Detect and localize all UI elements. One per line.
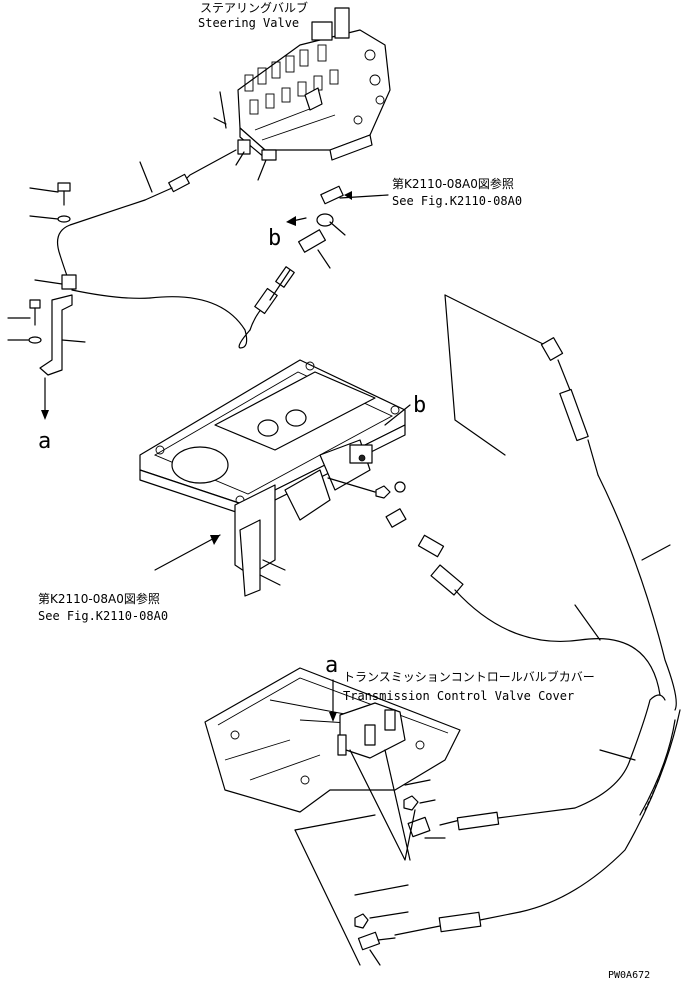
cable-end-1 bbox=[439, 694, 666, 831]
ref-left-label-jp: 第K2110-08A0図参照 bbox=[38, 591, 160, 606]
ref-left-leader bbox=[154, 534, 221, 571]
bracket-lower bbox=[7, 294, 86, 376]
tcv-cover-label-jp: トランスミッションコントロールバルブカバー bbox=[343, 669, 595, 684]
clamp-bolt-upper bbox=[29, 182, 77, 290]
letter-a-bottom: a bbox=[38, 429, 51, 454]
letter-b-right: b bbox=[413, 393, 426, 418]
ref-top-label-jp: 第K2110-08A0図参照 bbox=[392, 176, 514, 191]
tcv-cover-plate bbox=[204, 667, 461, 813]
transmission-cable-1 bbox=[417, 534, 661, 696]
steering-valve bbox=[237, 7, 391, 161]
steering-cable bbox=[57, 149, 295, 349]
letter-a-top: a bbox=[325, 653, 338, 678]
tcv-cover-label-en: Transmission Control Valve Cover bbox=[343, 689, 574, 703]
bracket-leader-lines bbox=[294, 814, 376, 966]
clevis-pin-part bbox=[213, 91, 277, 181]
ref-top-label-en: See Fig.K2110-08A0 bbox=[392, 194, 522, 208]
steering-valve-label-en: Steering Valve bbox=[198, 16, 299, 30]
pointer-b bbox=[384, 404, 411, 426]
drawing-code: PW0A672 bbox=[608, 970, 650, 981]
cable-end-2 bbox=[394, 709, 681, 936]
letter-b-left: b bbox=[268, 226, 281, 251]
bottom-fittings bbox=[354, 884, 409, 966]
steering-valve-label-jp: ステアリングバルブ bbox=[200, 0, 308, 15]
arrow-a-head bbox=[41, 410, 49, 420]
fitting-parts-b bbox=[286, 185, 389, 269]
control-lever-base bbox=[139, 359, 406, 597]
ref-left-label-en: See Fig.K2110-08A0 bbox=[38, 609, 168, 623]
lower-fittings bbox=[349, 749, 446, 861]
transmission-cable-2 bbox=[444, 294, 677, 711]
nut-washer-center bbox=[327, 477, 407, 528]
